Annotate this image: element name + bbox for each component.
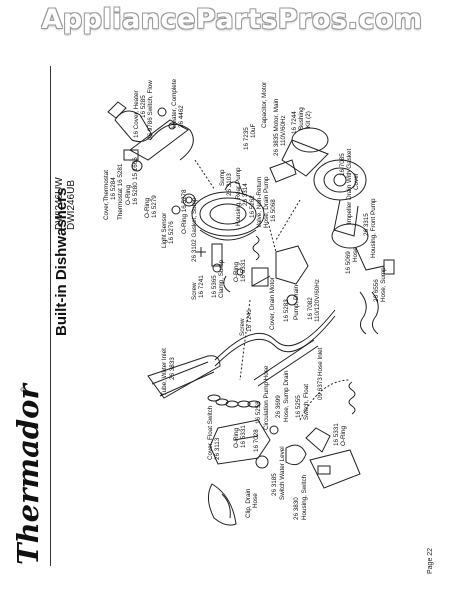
label-housing-switch: Housing, Switch [301,474,308,520]
label-16-7241-a: 16 7241 [198,275,205,298]
model-number-1: DWI246UW [54,177,65,230]
label-16-5279: 16 5279 [151,195,158,218]
label-kit-2: Kit (2) [305,111,312,128]
label-housing-front-pump: Housing, Front Pump [370,198,377,258]
label-switch-water-level: Switch Water Level [279,446,286,500]
label-hose-sump: Hose, Sump [380,267,387,302]
label-hose-a: Hose [352,247,359,262]
brand-registered-mark: ® [20,386,28,392]
label-switch-float: Switch, Float [303,384,310,420]
label-16-5283: 16 5283 [283,299,290,322]
page-title: Built-in Dishwashers [53,188,70,336]
label-cover: Cover [353,173,360,190]
label-16-7085: 16 7085 [339,153,346,176]
label-valve-non-return: Valve, Non-Return [256,176,263,228]
brand-logo: Thermador [11,382,45,565]
model-number-2: DWI246UB [66,180,77,230]
label-16-7028: 16 7028 [253,429,260,452]
page-frame-rule [50,66,437,566]
label-thermostat-16-5281: Thermostat 16 5281 [117,163,124,220]
label-screw-b: Screw [239,318,246,336]
label-hose-b: Hose [252,493,259,508]
label-110-120v-60hz: 110/120V/60Hz [314,279,321,322]
label-capacitor-motor: Capacitor, Motor [261,82,268,128]
label-o-ring-c: O-Ring [340,426,347,446]
label-16-5276: 16 5276 [168,221,175,244]
label-16-5331-a: 16 5331 [240,259,247,282]
label-16-5285: 16 5285 [140,95,147,118]
label-16-5258: 16 5258 [255,401,262,424]
label-16-5280: 16 5280 [132,182,139,205]
label-housing-rear-pump: Housing, Rear Pump [235,167,242,226]
label-09-6373: 09 6373 [317,377,324,400]
label-26-3103: 26 3103 [226,173,233,196]
label-26-3699: 26 3699 [275,395,282,418]
label-16-5331-c: 16 5331 [333,423,340,446]
label-screw-a: Screw [191,282,198,300]
label-26-3830-housing-switch: 26 3830 [293,497,300,520]
label-26-3835-motor-main: 26 3835 Motor, Main [273,98,280,156]
label-clip-drain: Clip, Drain [245,488,252,518]
label-o-ring-16-5331-a: O-Ring [233,262,240,282]
label-cover-drain-motor: Cover, Drain Motor [269,277,276,330]
label-cover-thermostat: Cover,Thermostat [103,170,110,220]
label-16-7235: 16 7235 [243,127,250,150]
label-cover-float-switch: Cover, Float Switch [207,405,214,460]
label-16-5365: 16 5365 [211,275,218,298]
label-pump-drain: Pump, Drain [293,285,300,320]
label-light-sensor: Light Sensor [161,213,168,248]
label-bushing: Bushing [298,107,305,130]
label-16-5331-b: 16 5331 [240,425,247,448]
label-impeller-drain: Impeller Drain With Gasket [346,149,353,224]
label-26-4462: 26 4462 [178,105,185,128]
label-26-3833: 26 3833 [169,357,176,380]
label-16-5262: 16 5262 [249,195,256,218]
label-26-3185: 26 3185 [271,473,278,496]
label-26-3315: 26 3315 [363,213,370,236]
label-16-7082: 16 7082 [307,297,314,320]
label-110v-60hz-a: 110V/60Hz [280,115,287,146]
label-16-7241-b: 16 7241 [246,309,253,332]
label-heater-complete: Heater, Complete [171,79,178,128]
label-16-5284: 16 5284 [110,177,117,200]
label-16-5255: 16 5255 [295,395,302,418]
label-26-3102-gasket-sump: 26 3102 Gasket, Sump [191,197,198,262]
label-15-1666: 15 1666 [132,157,139,180]
label-clamp-sump: Clamp, Sump [218,259,225,298]
page-number: Page 22 [427,548,434,574]
site-watermark-banner: AppliancePartsPros.com [41,4,423,35]
label-26-3113: 26 3113 [214,437,221,460]
label-o-ring-b2: O-Ring [233,428,240,448]
label-cover-heater: 16 Cover, Heater [133,90,140,138]
label-10uf: 10uF [250,123,257,138]
label-o-ring-16-5278: O-Ring 16 5278 [181,189,188,234]
label-o-ring-a: O-Ring [125,185,132,205]
label-06-9786-switch-flow: 06 9786 Switch, Flow [147,80,154,140]
label-hose-drain-pump: Hose, Drain Pump [263,176,270,228]
label-tube-water-inlet: Tube, Water Inlet [161,348,168,396]
label-26-3314: 26 3314 [242,183,249,206]
label-circulation-pump-hose: Circulation Pump Hose [263,365,270,430]
parts-line-art [107,101,395,526]
label-16-5068: 16 5068 [270,199,277,222]
label-o-ring-b: O-Ring [144,198,151,218]
label-26-6556: 26 6556 [373,279,380,302]
label-16-5069: 16 5069 [345,251,352,274]
label-16-7244: 16 7244 [291,111,298,134]
label-hose-inlet: Hose Inlet [317,347,324,376]
label-hose-sump-drain: Hose, Sump Drain [283,370,290,422]
label-sump: Sump [219,169,226,186]
